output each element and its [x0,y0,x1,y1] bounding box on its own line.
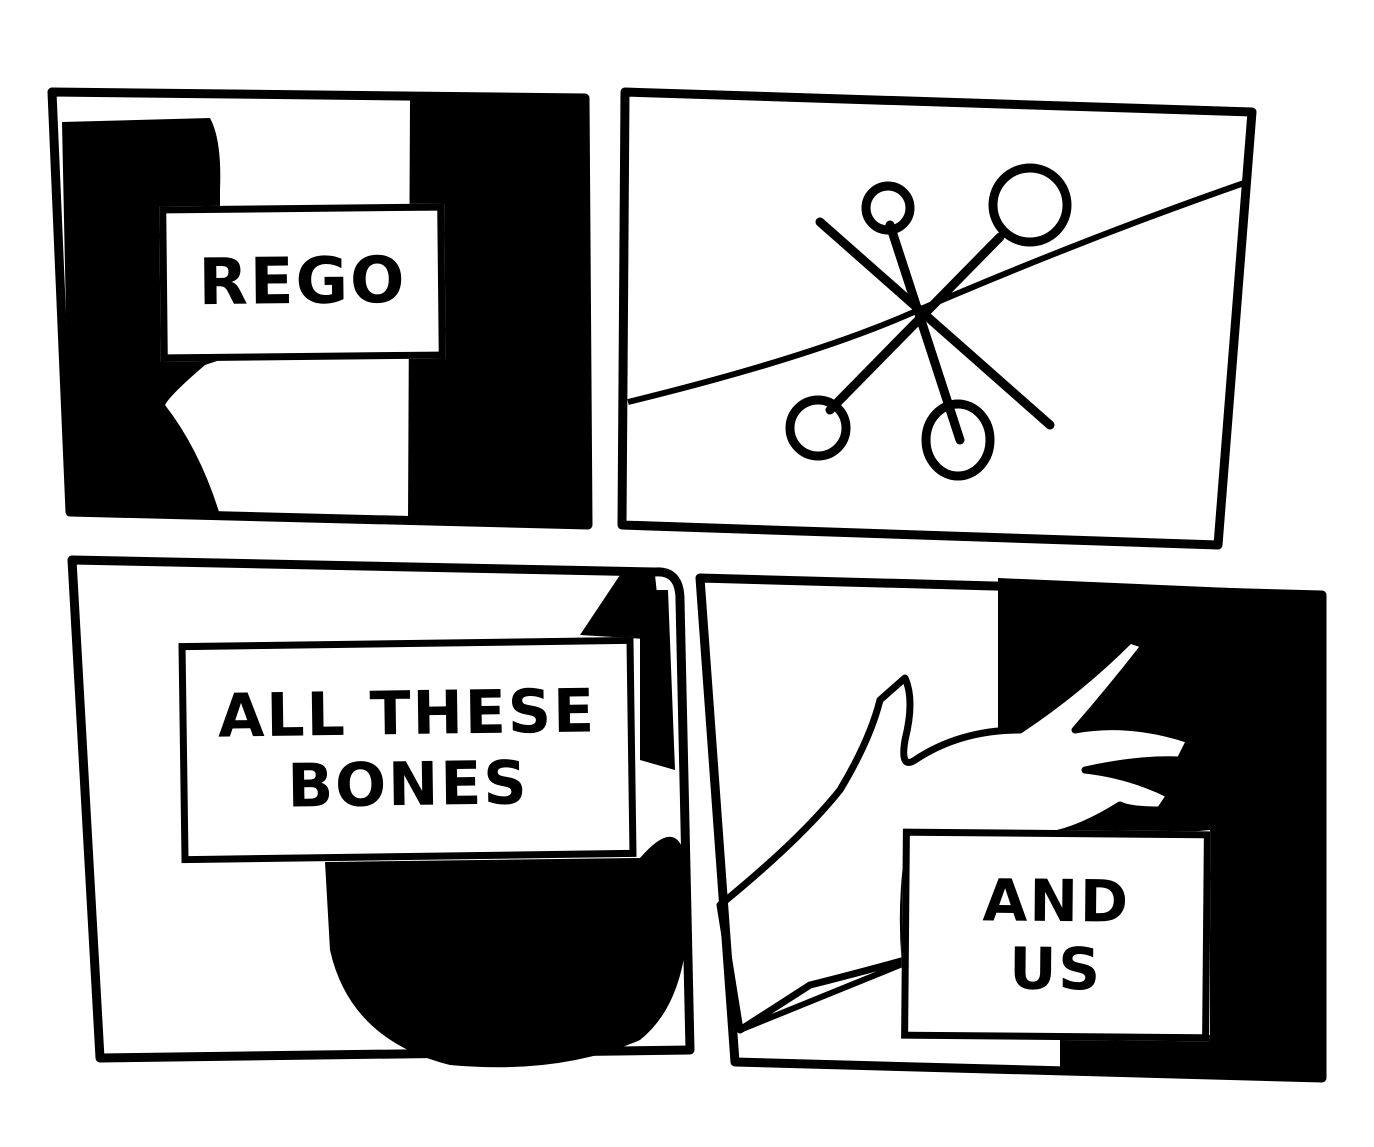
panel-4-border [695,573,1327,1083]
panel-1-dark-right [408,98,588,525]
panel-2 [617,87,1257,550]
panel-4-caption: AND US [901,828,1211,1042]
panel-2-border [617,87,1257,550]
panel-1-border [47,87,593,530]
panel-4-caption-text: AND US [982,865,1131,1004]
panel-3-dark-shape-round [325,836,689,1068]
panel-2-horizon-line [627,179,1248,405]
panel-3-dark-column [640,590,675,770]
panel-3-caption-text: ALL THESE BONES [217,676,597,822]
panel-3-border [67,555,695,1063]
panel-1-caption-text: REGO [198,243,407,320]
scissors-icon [785,163,1072,481]
panel-3 [67,555,695,1068]
panel-3-caption: ALL THESE BONES [178,636,637,864]
panel-4-arm-lower-line [738,960,907,1033]
panel-1-caption: REGO [159,203,446,362]
